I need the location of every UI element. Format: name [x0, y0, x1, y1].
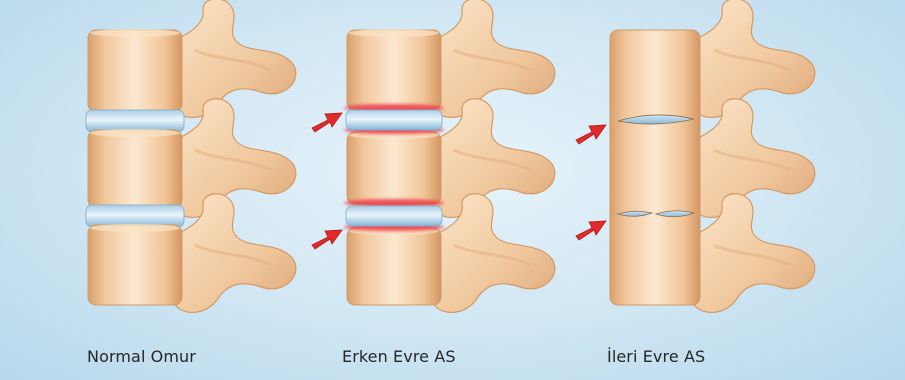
arrow-early-upper-shape [312, 113, 342, 132]
normal-disc-upper [86, 110, 184, 132]
advanced-fused-body [610, 30, 700, 305]
normal-body-bottom-top-rim [90, 224, 180, 232]
normal-body-top-top-rim [90, 29, 180, 37]
normal-vertebra-column [86, 0, 296, 312]
normal-disc-lower [86, 205, 184, 227]
arrow-advanced-upper [576, 125, 606, 144]
normal-body-middle [88, 130, 182, 208]
early-body-middle [347, 132, 441, 204]
early-body-top-top-rim [349, 29, 439, 37]
arrow-advanced-lower-shape [576, 221, 606, 240]
caption-normal-vertebra: Normal Omur [87, 347, 196, 366]
normal-body-bottom [88, 225, 182, 305]
arrow-advanced-upper-shape [576, 125, 606, 144]
early-body-top [347, 30, 441, 110]
advanced-stage-column [610, 0, 815, 312]
caption-advanced-stage-as: İleri Evre AS [607, 347, 705, 366]
early-stage-column [344, 0, 555, 312]
arrow-early-lower-shape [312, 230, 342, 249]
arrow-early-lower [312, 230, 342, 249]
normal-body-middle-top-rim [90, 129, 180, 137]
early-disc-upper [346, 110, 442, 130]
arrow-early-upper [312, 113, 342, 132]
caption-early-stage-as: Erken Evre AS [342, 347, 456, 366]
normal-body-top [88, 30, 182, 112]
arrow-advanced-lower [576, 221, 606, 240]
early-disc-lower [346, 206, 442, 226]
early-body-bottom [347, 228, 441, 305]
